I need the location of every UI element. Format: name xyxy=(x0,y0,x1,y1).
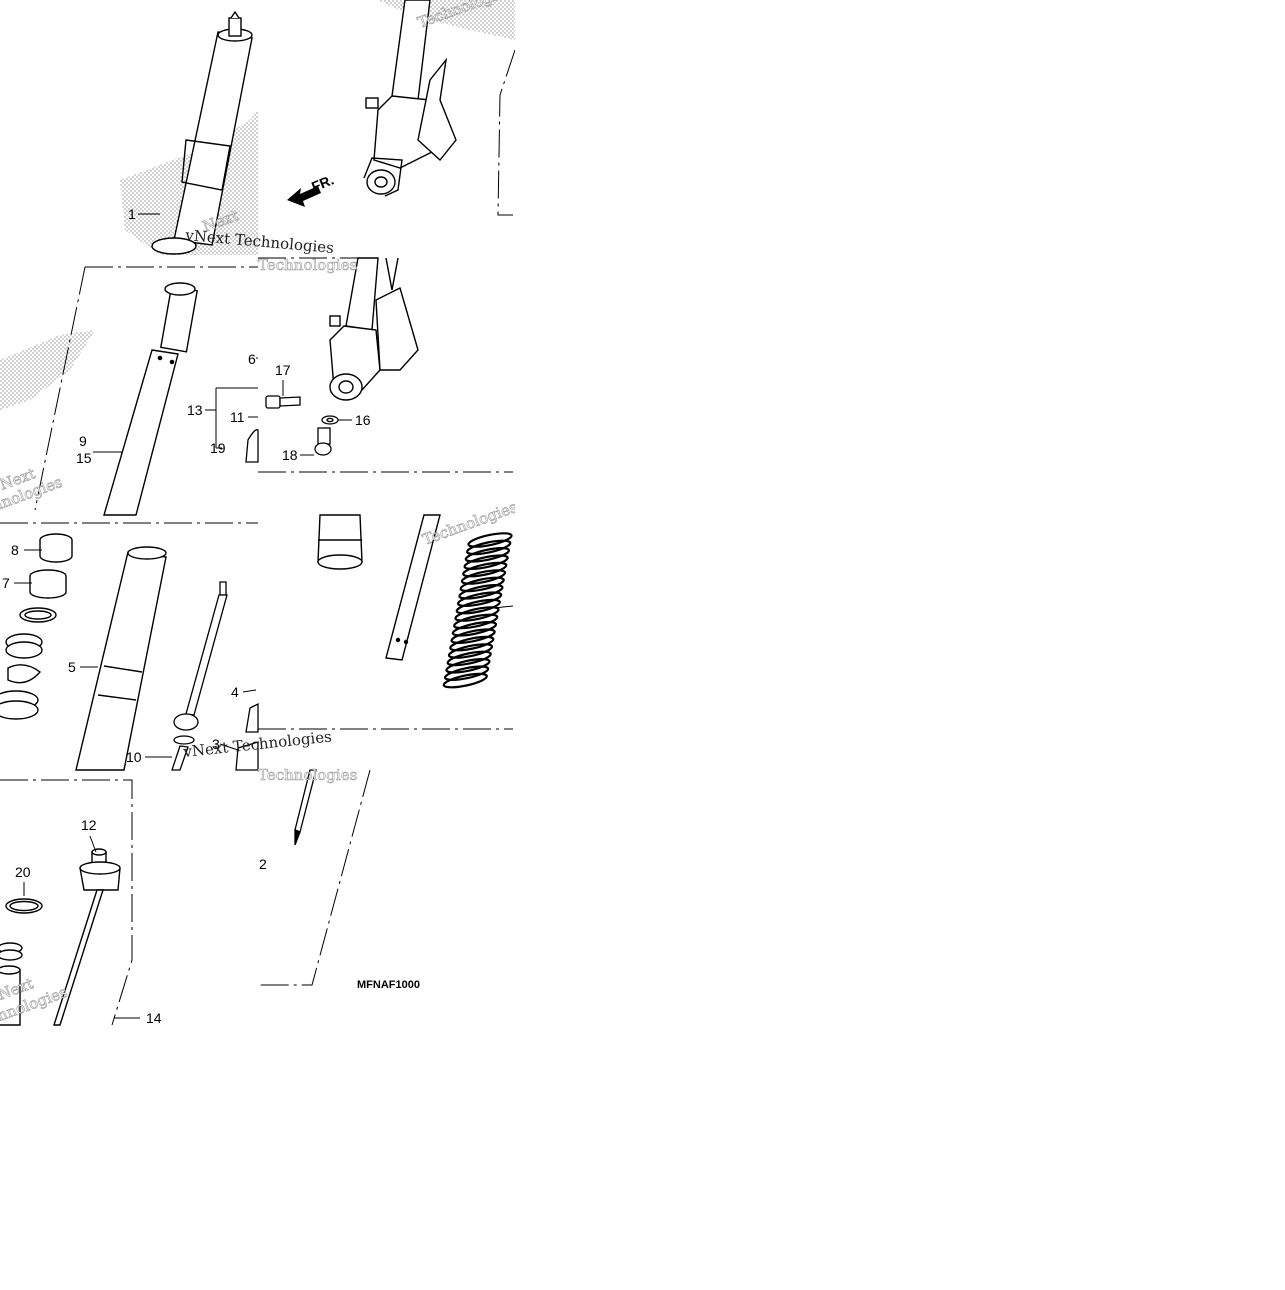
label-part-4: 4 xyxy=(231,684,239,700)
label-part-7: 7 xyxy=(2,575,10,591)
label-part-15: 15 xyxy=(76,450,92,466)
label-part-19: 19 xyxy=(210,440,226,456)
label-part-11: 11 xyxy=(230,409,245,425)
seal-rings-7-8 xyxy=(0,533,73,720)
fork-bottom-case-middle xyxy=(329,257,419,401)
spring-coil xyxy=(449,635,495,652)
label-part-17: 17 xyxy=(275,362,291,378)
spring-coil xyxy=(451,621,498,637)
spring-coil xyxy=(445,658,491,674)
label-part-9: 9 xyxy=(79,433,87,449)
fork-spring xyxy=(442,532,513,689)
spring-coil xyxy=(443,665,490,681)
fork-assembly-part-1 xyxy=(151,10,253,255)
part-number-labels: 1 9 15 6 13 11 19 17 16 18 8 7 5 4 3 10 … xyxy=(2,206,371,1026)
bracket-fragments-3-4 xyxy=(235,702,259,771)
label-part-12: 12 xyxy=(81,817,97,833)
spring-coil xyxy=(460,569,507,585)
label-part-16: 16 xyxy=(355,412,371,428)
panel-frames xyxy=(0,49,516,1026)
label-part-5: 5 xyxy=(68,659,76,675)
spring-coil xyxy=(453,613,499,630)
fasteners-16-17-18 xyxy=(265,395,339,456)
spring-coil xyxy=(462,561,508,578)
part-19-seal xyxy=(245,429,259,463)
label-part-8: 8 xyxy=(11,542,19,558)
label-part-18: 18 xyxy=(282,447,298,463)
label-part-20: 20 xyxy=(15,864,31,880)
spring-coil xyxy=(450,628,496,644)
label-part-2: 2 xyxy=(259,856,267,872)
spring-coil xyxy=(456,591,503,607)
front-direction-label: FR. xyxy=(309,171,336,194)
spring-coil xyxy=(454,606,500,622)
spring-coil xyxy=(463,554,509,570)
stipple-logo-fragments xyxy=(0,0,515,410)
outer-tube-part-5 xyxy=(75,546,167,771)
label-part-1: 1 xyxy=(128,206,136,222)
spring-coil xyxy=(442,672,488,689)
o-ring-part-20 xyxy=(5,898,43,914)
front-direction-arrow-icon xyxy=(287,186,321,207)
watermark-technologies-4: Technologies xyxy=(258,256,357,274)
diagram-code: MFNAF1000 xyxy=(357,979,420,991)
spring-coil xyxy=(455,598,501,615)
label-part-14: 14 xyxy=(146,1010,162,1026)
collar-and-spring-group xyxy=(317,514,441,661)
fork-cap-part-12 xyxy=(53,848,121,1026)
spring-coil xyxy=(447,643,494,659)
spring-coil xyxy=(459,576,505,593)
spring-coil xyxy=(446,650,492,667)
label-part-13: 13 xyxy=(187,402,203,418)
spring-coil xyxy=(458,584,504,600)
label-part-10: 10 xyxy=(126,749,142,765)
tool-part-2 xyxy=(294,769,317,846)
spring-coil xyxy=(464,547,511,563)
fork-bottom-case-top xyxy=(363,0,457,197)
inner-tube-part-9 xyxy=(103,282,198,516)
label-part-3: 3 xyxy=(212,736,220,752)
bottom-left-fragments xyxy=(0,942,23,1026)
spring-coil xyxy=(466,539,512,556)
damper-rod-part-10 xyxy=(171,581,228,771)
label-part-6: 6 xyxy=(248,351,256,367)
leader-lines xyxy=(14,213,514,1019)
watermark-technologies-5: Technologies xyxy=(258,766,357,784)
spring-coil xyxy=(467,532,513,548)
